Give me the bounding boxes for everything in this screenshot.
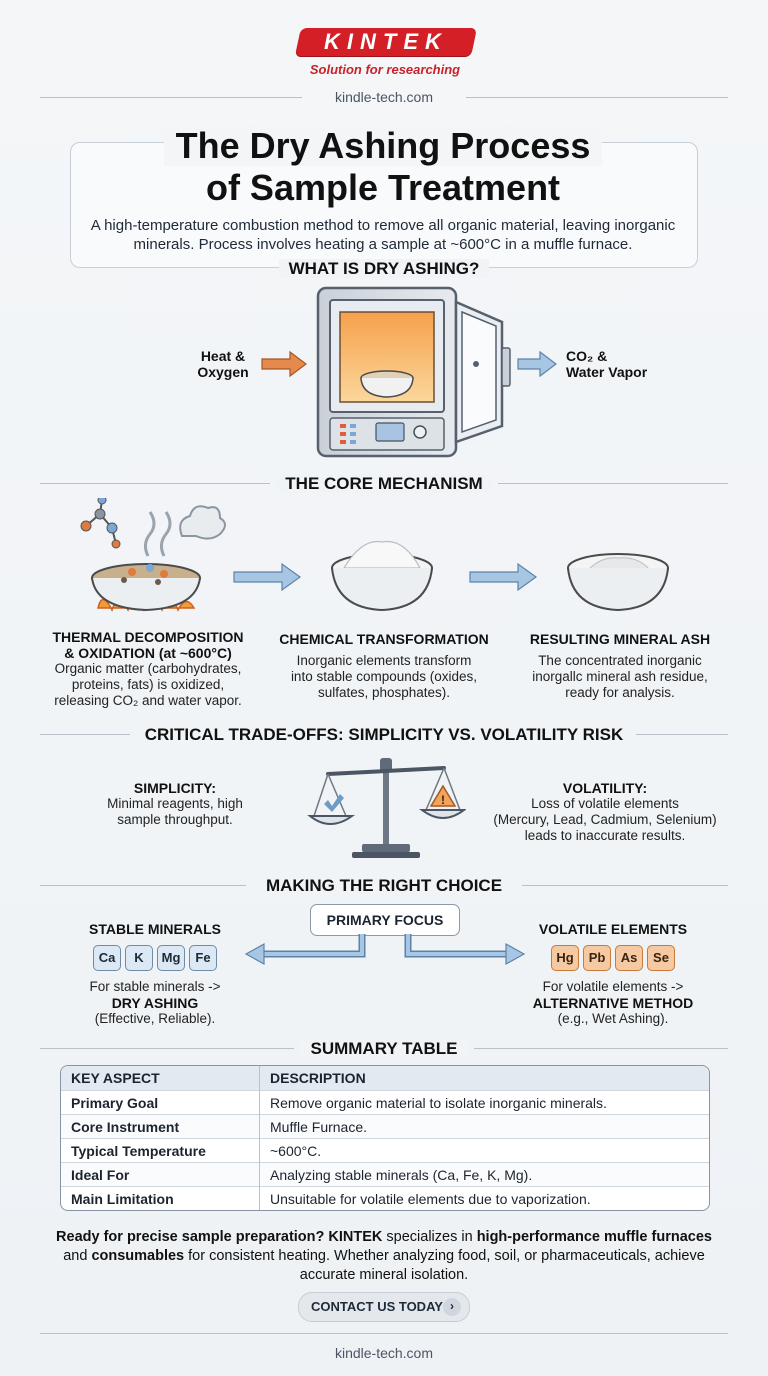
volatility-block: VOLATILITY: Loss of volatile elements (M…: [493, 780, 717, 843]
element-chip: Se: [647, 945, 675, 971]
mechanism-illustration: [80, 498, 669, 612]
element-chip: Mg: [157, 945, 185, 971]
divider: [40, 483, 270, 484]
choice-arrows: [244, 934, 526, 966]
section-heading-choice: MAKING THE RIGHT CHOICE: [0, 876, 768, 896]
output-label: CO₂ &Water Vapor: [566, 348, 648, 380]
column-header: DESCRIPTION: [259, 1066, 709, 1091]
input-label: Heat &Oxygen: [197, 348, 249, 380]
chevron-right-icon: ›: [443, 1298, 461, 1316]
section-heading-what: WHAT IS DRY ASHING?: [0, 259, 768, 279]
furnace-illustration: [261, 286, 557, 458]
contact-button[interactable]: CONTACT US TODAY ›: [298, 1292, 470, 1322]
footer-site-link[interactable]: kindle-tech.com: [334, 1345, 434, 1361]
page-subtitle: A high-temperature combustion method to …: [90, 217, 676, 253]
balance-scale-icon: !: [307, 758, 466, 858]
logo: KINTEK: [324, 29, 448, 54]
tagline: Solution for researching: [309, 62, 461, 77]
divider: [522, 885, 728, 886]
divider: [40, 734, 130, 735]
divider: [498, 483, 728, 484]
element-chip: As: [615, 945, 643, 971]
divider: [40, 97, 302, 98]
divider: [40, 1048, 294, 1049]
divider: [636, 734, 728, 735]
svg-text:!: !: [441, 793, 445, 807]
page-title: The Dry Ashing Process of Sample Treatme…: [70, 125, 696, 209]
simplicity-block: SIMPLICITY: Minimal reagents, high sampl…: [107, 780, 243, 827]
element-chip: Pb: [583, 945, 611, 971]
element-chip: Fe: [189, 945, 217, 971]
element-chip: Hg: [551, 945, 579, 971]
column-header: KEY ASPECT: [61, 1066, 260, 1091]
element-chip: K: [125, 945, 153, 971]
section-heading-core: THE CORE MECHANISM: [0, 474, 768, 494]
step-decomposition: THERMAL DECOMPOSITION & OXIDATION (at ~6…: [52, 629, 244, 708]
site-link[interactable]: kindle-tech.com: [334, 89, 434, 105]
step-mineral-ash: RESULTING MINERAL ASH The concentrated i…: [529, 631, 711, 700]
divider: [466, 97, 728, 98]
burning-bowl-icon: [80, 498, 226, 612]
cta-text: Ready for precise sample preparation? KI…: [56, 1229, 712, 1283]
element-chip: Ca: [93, 945, 121, 971]
divider: [40, 885, 246, 886]
step-transformation: CHEMICAL TRANSFORMATION Inorganic elemen…: [279, 631, 489, 700]
ash-mound-bowl-icon: [331, 540, 433, 612]
section-heading-tradeoffs: CRITICAL TRADE-OFFS: SIMPLICITY VS. VOLA…: [0, 725, 768, 745]
table-row: Typical Temperature~600°C.: [61, 1138, 709, 1163]
mineral-ash-bowl-icon: [567, 553, 669, 612]
primary-focus-box: PRIMARY FOCUS: [310, 904, 460, 936]
table-header-row: KEY ASPECT DESCRIPTION: [61, 1066, 709, 1091]
divider: [40, 1333, 728, 1334]
divider: [474, 1048, 728, 1049]
section-heading-summary: SUMMARY TABLE: [0, 1039, 768, 1059]
